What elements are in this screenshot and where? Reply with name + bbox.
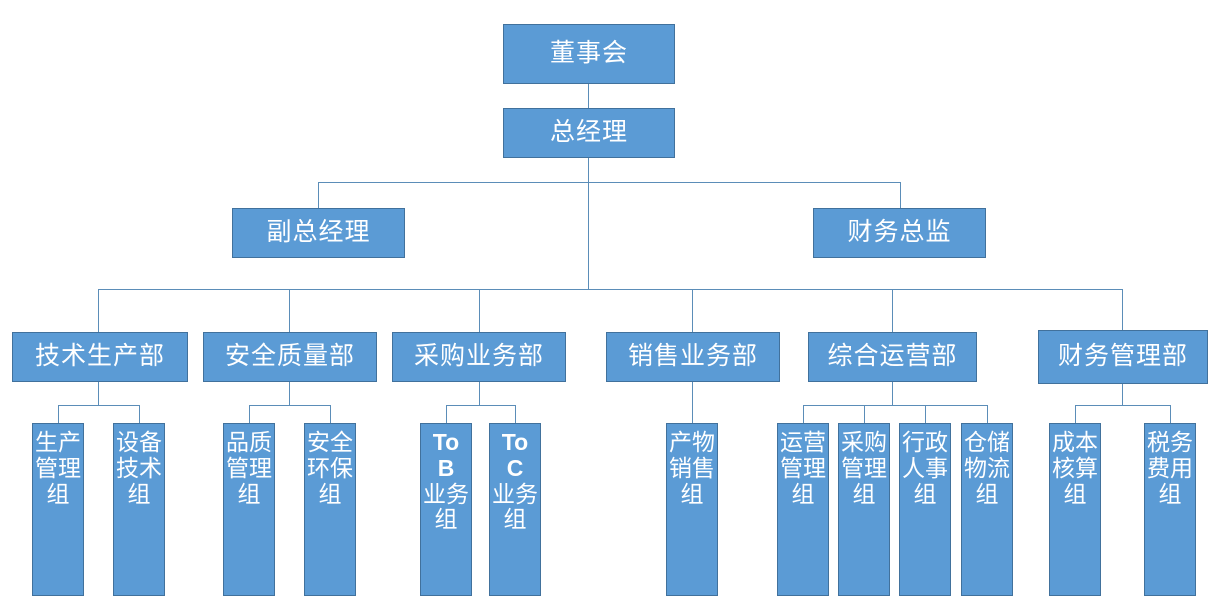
node-dept-finance-label: 财务管理部: [1057, 342, 1188, 370]
node-team-cost-accounting[interactable]: 成本核算组: [1049, 423, 1101, 596]
connector-drop-dept-safety-quality: [289, 289, 290, 332]
node-team-safety-env-label: 安全环保组: [307, 430, 353, 507]
node-team-quality-mgmt-label: 品质管理组: [226, 430, 272, 507]
connector-drop-team-tax-expense: [1170, 405, 1171, 423]
node-team-purchase-mgmt[interactable]: 采购管理组: [838, 423, 890, 596]
connector-drop-team-product-sales: [692, 382, 693, 423]
node-cfo-label: 财务总监: [847, 218, 952, 246]
node-team-admin-hr-label: 行政人事组: [902, 430, 948, 507]
node-dept-safety-quality[interactable]: 安全质量部: [203, 332, 377, 382]
connector-drop-team-equipment-tech: [139, 405, 140, 423]
node-gm[interactable]: 总经理: [503, 108, 675, 158]
connector-bus-dept-operations: [803, 405, 987, 406]
node-dept-finance[interactable]: 财务管理部: [1038, 330, 1208, 384]
node-team-quality-mgmt[interactable]: 品质管理组: [223, 423, 275, 596]
connector-stem-dept-operations: [892, 382, 893, 405]
connector-drop-dept-purchasing: [479, 289, 480, 332]
node-team-operations-mgmt[interactable]: 运营管理组: [777, 423, 829, 596]
connector-level4-bus: [98, 289, 1123, 290]
connector-bus-dept-finance: [1075, 405, 1170, 406]
node-gm-label: 总经理: [549, 118, 628, 146]
node-team-equipment-tech[interactable]: 设备技术组: [113, 423, 165, 596]
node-team-toc-prefix: To: [501, 429, 529, 455]
node-dept-purchasing-label: 采购业务部: [413, 342, 544, 370]
connector-bus-dept-purchasing: [446, 405, 515, 406]
connector-drop-team-quality-mgmt: [249, 405, 250, 423]
node-team-product-sales[interactable]: 产物销售组: [666, 423, 718, 596]
node-team-tob-rest: 业务组: [423, 481, 469, 533]
node-team-warehouse-logistics[interactable]: 仓储物流组: [961, 423, 1013, 596]
connector-gm-trunk: [588, 158, 589, 289]
connector-stem-dept-finance: [1122, 382, 1123, 405]
node-team-production-mgmt[interactable]: 生产管理组: [32, 423, 84, 596]
connector-board-to-gm: [588, 84, 589, 108]
connector-drop-team-tob: [446, 405, 447, 423]
node-team-purchase-mgmt-label: 采购管理组: [841, 430, 887, 507]
node-dept-operations-label: 综合运营部: [827, 342, 958, 370]
node-team-safety-env[interactable]: 安全环保组: [304, 423, 356, 596]
node-board-label: 董事会: [549, 39, 628, 67]
connector-drop-dept-operations: [892, 289, 893, 332]
node-team-operations-mgmt-label: 运营管理组: [780, 430, 826, 507]
node-team-tob-prefix: To: [432, 429, 460, 455]
connector-bus-dept-tech-production: [58, 405, 139, 406]
connector-drop-team-safety-env: [330, 405, 331, 423]
connector-drop-team-production-mgmt: [58, 405, 59, 423]
node-deputy-gm-label: 副总经理: [266, 218, 371, 246]
node-dept-tech-production-label: 技术生产部: [34, 342, 165, 370]
connector-stem-dept-purchasing: [479, 382, 480, 405]
connector-drop-team-operations-mgmt: [803, 405, 804, 423]
node-cfo[interactable]: 财务总监: [813, 208, 986, 258]
node-dept-sales[interactable]: 销售业务部: [606, 332, 780, 382]
node-dept-purchasing[interactable]: 采购业务部: [392, 332, 566, 382]
connector-drop-cfo: [900, 182, 901, 208]
connector-drop-team-toc: [515, 405, 516, 423]
node-team-tax-expense[interactable]: 税务费用组: [1144, 423, 1196, 596]
connector-drop-team-purchase-mgmt: [864, 405, 865, 423]
node-team-toc-second: C: [506, 454, 524, 481]
connector-drop-team-admin-hr: [925, 405, 926, 423]
node-team-tob-second: B: [437, 454, 455, 481]
connector-stem-dept-safety-quality: [289, 382, 290, 405]
connector-stem-dept-tech-production: [98, 382, 99, 405]
node-board[interactable]: 董事会: [503, 24, 675, 84]
node-team-equipment-tech-label: 设备技术组: [116, 430, 162, 507]
connector-drop-dept-sales: [692, 289, 693, 332]
node-deputy-gm[interactable]: 副总经理: [232, 208, 405, 258]
node-team-warehouse-logistics-label: 仓储物流组: [964, 430, 1010, 507]
node-team-admin-hr[interactable]: 行政人事组: [899, 423, 951, 596]
connector-bus-dept-safety-quality: [249, 405, 330, 406]
node-team-production-mgmt-label: 生产管理组: [35, 430, 81, 507]
node-dept-safety-quality-label: 安全质量部: [224, 342, 355, 370]
node-team-cost-accounting-label: 成本核算组: [1052, 430, 1098, 507]
connector-drop-dept-finance: [1122, 289, 1123, 332]
connector-drop-team-warehouse-logistics: [987, 405, 988, 423]
node-team-toc-rest: 业务组: [492, 481, 538, 533]
connector-drop-dept-tech-production: [98, 289, 99, 332]
node-team-tax-expense-label: 税务费用组: [1147, 430, 1193, 507]
connector-level3-bus: [318, 182, 901, 183]
node-dept-operations[interactable]: 综合运营部: [808, 332, 977, 382]
node-dept-tech-production[interactable]: 技术生产部: [12, 332, 188, 382]
node-team-product-sales-label: 产物销售组: [669, 430, 715, 507]
connector-drop-team-cost-accounting: [1075, 405, 1076, 423]
node-dept-sales-label: 销售业务部: [627, 342, 758, 370]
connector-drop-deputy-gm: [318, 182, 319, 208]
